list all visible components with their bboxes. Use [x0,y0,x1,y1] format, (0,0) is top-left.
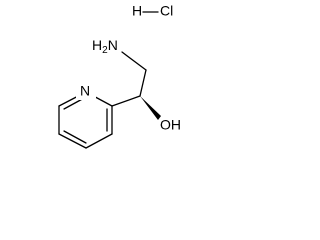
hcl-hydrogen-label: H [132,3,142,19]
pyridine-ring [58,91,113,149]
chiral-ring-bond [111,95,141,107]
amine-ch2-bond [121,51,147,71]
ch2-chiral-bond [139,69,147,97]
amine-label: H2N [92,37,118,56]
pyridine-n-mask [76,84,96,100]
amine-nitrogen: N [108,37,118,53]
wedge-bond-oh [140,96,161,120]
hydroxyl-label: OH [160,117,181,133]
hcl-chlorine-label: Cl [160,3,173,19]
amine-subscript: 2 [102,45,108,56]
chemical-structure: H Cl H2N OH N [58,3,181,149]
pyridine-nitrogen-label: N [80,83,90,99]
amine-hydrogen: H [92,37,102,53]
